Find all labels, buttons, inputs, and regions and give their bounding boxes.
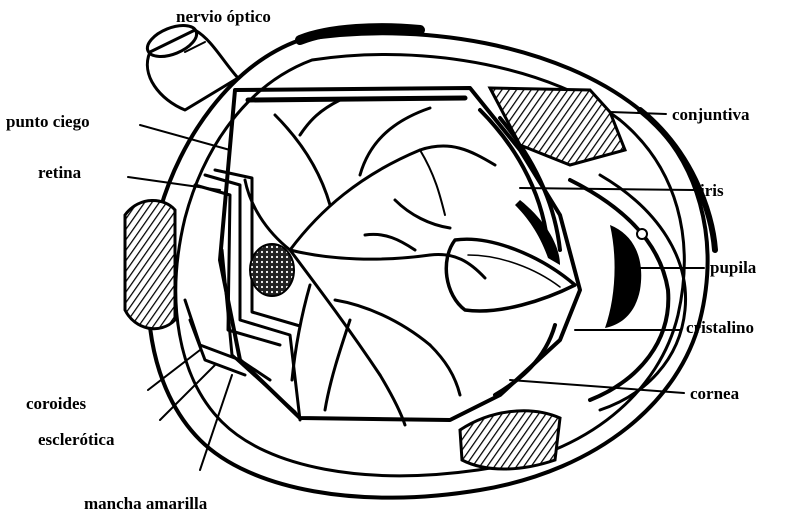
label-iris: iris: [700, 182, 724, 199]
label-nervio-optico: nervio óptico: [176, 8, 271, 25]
label-punto-ciego: punto ciego: [6, 113, 90, 130]
label-conjuntiva: conjuntiva: [672, 106, 749, 123]
blind-spot-disc: [250, 244, 294, 296]
label-mancha-amarilla: mancha amarilla: [84, 495, 207, 512]
cornea-highlight: [637, 229, 647, 239]
label-cornea: cornea: [690, 385, 739, 402]
conjunctiva-fold-bottom: [460, 411, 560, 469]
pupil-dark: [605, 225, 641, 328]
label-retina: retina: [38, 164, 81, 181]
label-coroides: coroides: [26, 395, 86, 412]
label-esclerotica: esclerótica: [38, 431, 114, 448]
label-pupila: pupila: [710, 259, 756, 276]
conjunctiva-fold-top: [490, 88, 625, 165]
label-cristalino: cristalino: [686, 319, 754, 336]
optic-nerve: [143, 19, 238, 110]
wall-layers: [185, 170, 300, 420]
left-muscle-block: [125, 200, 175, 328]
